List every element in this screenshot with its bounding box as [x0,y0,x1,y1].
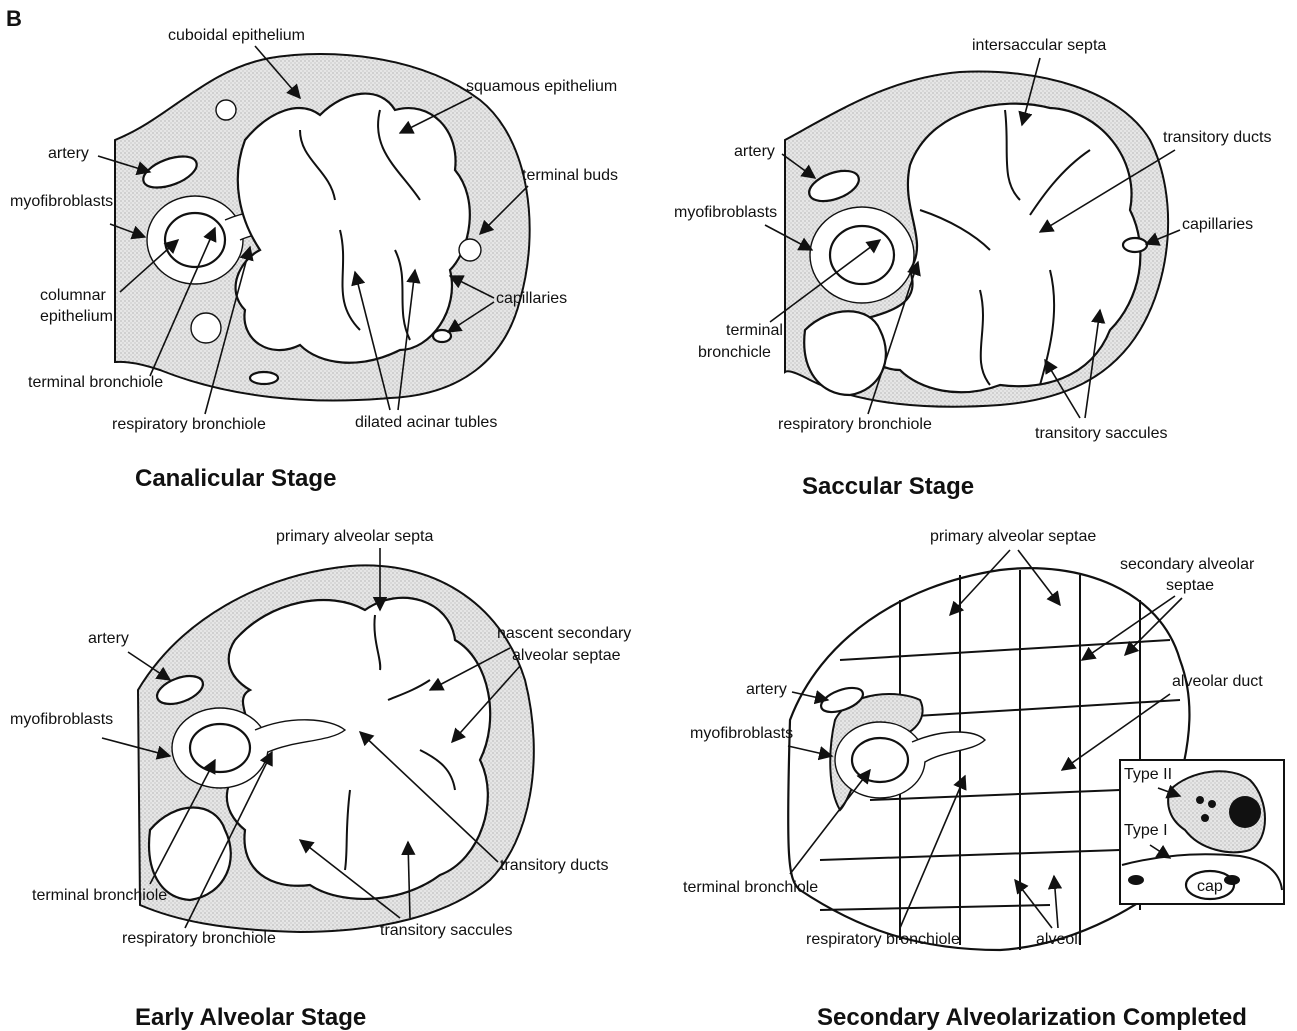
inset-rbc-1 [1128,875,1144,885]
label-primary-alveolar-septa: primary alveolar septa [276,528,434,545]
label-alveoli: alveoli [1036,931,1081,948]
saccular-panel: intersaccular septa transitory ducts art… [674,37,1271,500]
canalicular-bud-3 [191,313,221,343]
label-artery-4: artery [746,681,787,698]
label-myofibroblasts-3: myofibroblasts [10,711,113,728]
label-squamous-epithelium: squamous epithelium [466,78,617,95]
label-myofibroblasts-4: myofibroblasts [690,725,793,742]
inset-rbc-2 [1224,875,1240,885]
label-transitory-saccules-3: transitory saccules [380,922,513,939]
label-type-i: Type I [1124,822,1168,839]
saccular-bronchiole-lumen [830,226,894,284]
label-dilated-acinar-tubles: dilated acinar tubles [355,414,497,431]
title-saccular: Saccular Stage [802,473,974,500]
label-transitory-saccules-2: transitory saccules [1035,425,1168,442]
inset-granule-3 [1201,814,1209,822]
label-terminal-bronchiole-4: terminal bronchiole [683,879,818,896]
label-capillaries-2: capillaries [1182,216,1253,233]
canalicular-capillary-1 [250,372,278,384]
label-intersaccular-septa: intersaccular septa [972,37,1106,54]
label-respiratory-bronchiole-2: respiratory bronchiole [778,416,932,433]
label-terminal-bronchiole-1: terminal bronchiole [28,374,163,391]
title-early-alveolar: Early Alveolar Stage [135,1004,366,1031]
label-respiratory-bronchiole-4: respiratory bronchiole [806,931,960,948]
label-nascent-2: alveolar septae [512,647,621,664]
label-respiratory-bronchiole-3: respiratory bronchiole [122,930,276,947]
label-myofibroblasts-2: myofibroblasts [674,204,777,221]
label-respiratory-bronchiole-1: respiratory bronchiole [112,416,266,433]
label-type-ii: Type II [1124,766,1172,783]
canalicular-bronchiole-lumen [165,213,225,267]
early-alveolar-bronchiole-lumen [190,724,250,772]
canalicular-panel: cuboidal epithelium squamous epithelium … [10,27,618,492]
label-terminal-buds: terminal buds [522,167,618,184]
inset-granule-1 [1196,796,1204,804]
label-alveolar-duct: alveolar duct [1172,673,1263,690]
canalicular-bud-2 [459,239,481,261]
label-columnar-1: columnar [40,287,106,304]
label-terminal-2b: bronchicle [698,344,771,361]
label-transitory-ducts-2: transitory ducts [1163,129,1271,146]
inset-nucleus [1229,796,1261,828]
label-secondary-2: septae [1166,577,1214,594]
label-artery-3: artery [88,630,129,647]
label-nascent-1: nascent secondary [497,625,631,642]
label-terminal-2a: terminal [726,322,783,339]
panel-letter: B [6,6,22,31]
secondary-bronchiole-lumen [852,738,908,782]
label-artery-2: artery [734,143,775,160]
secondary-inset: Type II Type I cap [1120,760,1284,904]
label-myofibroblasts-1: myofibroblasts [10,193,113,210]
label-primary-alveolar-septae: primary alveolar septae [930,528,1096,545]
early-alveolar-panel: primary alveolar septa artery nascent se… [10,528,631,1031]
label-cuboidal-epithelium: cuboidal epithelium [168,27,305,44]
canalicular-bud-1 [216,100,236,120]
label-transitory-ducts-3: transitory ducts [500,857,608,874]
label-secondary-1: secondary alveolar [1120,556,1255,573]
label-artery-1: artery [48,145,89,162]
title-canalicular: Canalicular Stage [135,465,336,492]
saccular-capillary [1123,238,1147,252]
inset-granule-2 [1208,800,1216,808]
label-capillaries-1: capillaries [496,290,567,307]
secondary-panel: Type II Type I cap primary alveolar sept… [683,528,1284,1031]
label-cap: cap [1197,878,1223,895]
label-columnar-2: epithelium [40,308,113,325]
title-secondary: Secondary Alveolarization Completed [817,1004,1247,1031]
label-terminal-bronchiole-3: terminal bronchiole [32,887,167,904]
